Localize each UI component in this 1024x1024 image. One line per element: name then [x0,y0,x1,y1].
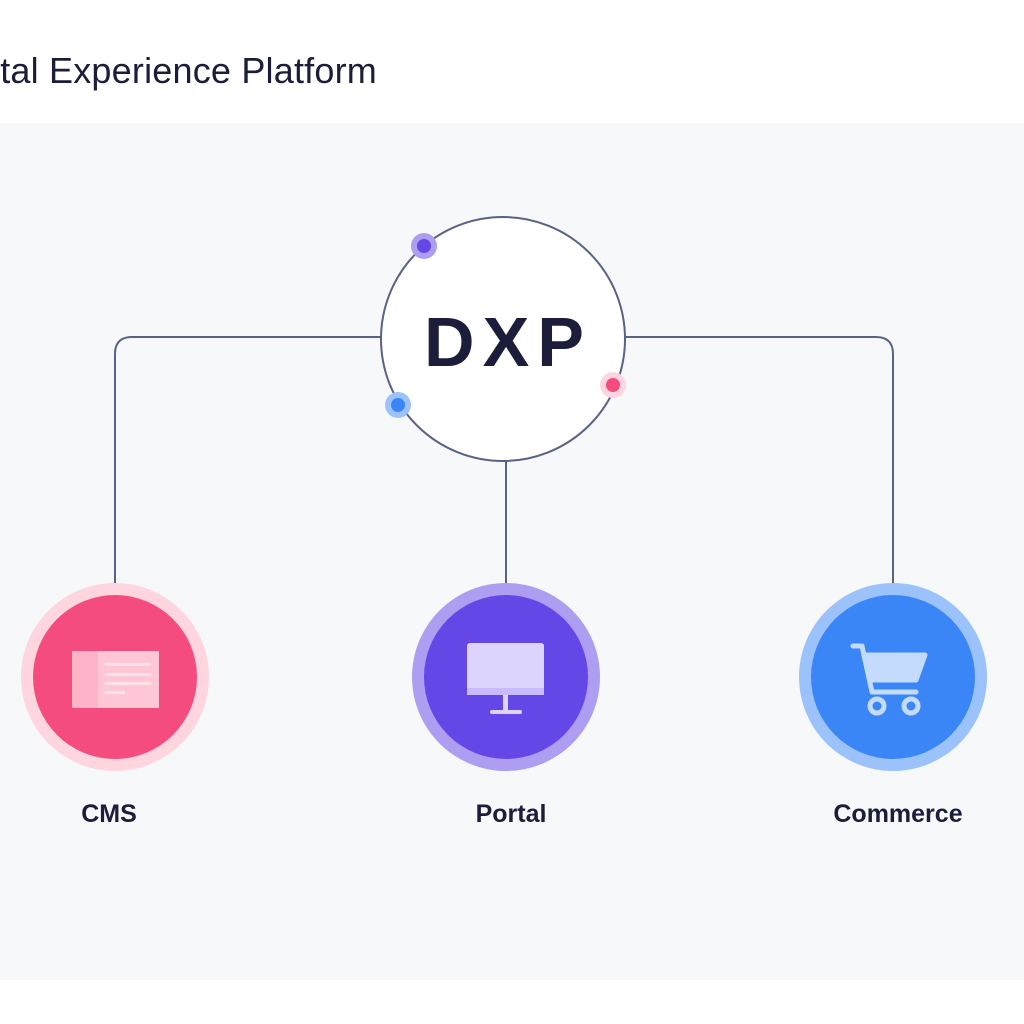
hub-label: DXP [424,303,592,381]
connector-cms [114,336,381,584]
shopping-cart-icon [850,643,928,716]
connectors [114,336,894,584]
orbit-dot-pink [600,372,626,398]
page-title: ital Experience Platform [0,50,377,91]
node-label-portal: Portal [475,800,547,828]
orbit-dot-blue [385,392,411,418]
monitor-icon [467,643,544,714]
orbit-dot-purple [411,233,437,259]
node-label-cms: CMS [81,800,137,828]
node-label-commerce: Commerce [833,800,963,828]
node-cms[interactable] [21,583,209,771]
dxp-hub[interactable]: DXP [380,216,626,462]
node-commerce[interactable] [799,583,987,771]
node-portal[interactable] [412,583,600,771]
document-icon [72,651,159,708]
connector-commerce [625,336,894,584]
